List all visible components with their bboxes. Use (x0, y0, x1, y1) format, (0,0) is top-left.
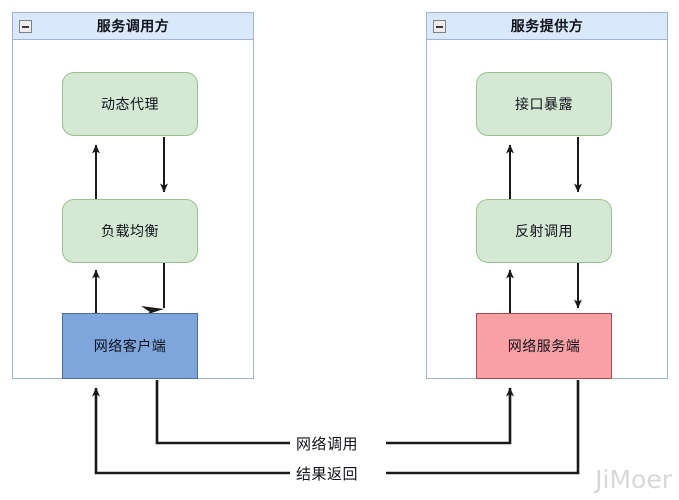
edge-result-return (92, 380, 580, 475)
swimlane-consumer-title: 服务调用方 (96, 18, 170, 34)
node-network-server-label: 网络服务端 (507, 338, 581, 354)
node-interface-expose-label: 接口暴露 (515, 96, 573, 112)
edge-label-network-call: 网络调用 (292, 433, 363, 454)
node-network-client[interactable]: 网络客户端 (62, 313, 198, 379)
edge-label-network-call-text: 网络调用 (296, 436, 359, 453)
node-load-balance-label: 负载均衡 (101, 223, 159, 239)
node-reflect-invoke-label: 反射调用 (515, 223, 573, 239)
edge-label-result-return-text: 结果返回 (296, 466, 359, 483)
node-reflect-invoke[interactable]: 反射调用 (476, 199, 612, 263)
swimlane-provider-title: 服务提供方 (510, 18, 584, 34)
node-dynamic-proxy-label: 动态代理 (101, 96, 159, 112)
node-dynamic-proxy[interactable]: 动态代理 (62, 72, 198, 136)
swimlane-provider-header: 服务提供方 (427, 13, 667, 40)
node-load-balance[interactable]: 负载均衡 (62, 199, 198, 263)
minus-square-icon[interactable] (433, 20, 446, 33)
node-interface-expose[interactable]: 接口暴露 (476, 72, 612, 136)
edge-loadbalance-to-networkclient (141, 262, 165, 316)
edge-label-result-return: 结果返回 (292, 463, 363, 484)
watermark: JiMoer (595, 465, 672, 494)
node-network-client-label: 网络客户端 (93, 338, 167, 354)
swimlane-consumer-header: 服务调用方 (13, 13, 253, 40)
edge-network-call (155, 380, 514, 445)
minus-square-icon[interactable] (19, 20, 32, 33)
node-network-server[interactable]: 网络服务端 (476, 313, 612, 379)
